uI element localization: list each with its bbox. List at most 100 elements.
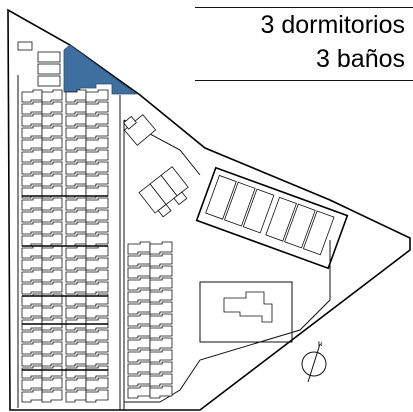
caption-bedrooms: 3 dormitorios [260, 11, 406, 39]
townhouse-unit [65, 389, 87, 403]
townhouse-unit [85, 221, 109, 235]
townhouse-unit [41, 245, 63, 259]
townhouse-unit [65, 209, 87, 223]
townhouse-unit [65, 125, 87, 139]
townhouse-unit [21, 137, 43, 151]
townhouse-unit [149, 253, 173, 267]
townhouse-unit [149, 385, 173, 399]
townhouse-unit [21, 377, 43, 391]
townhouse-rows-left [21, 89, 109, 403]
small-building [17, 41, 33, 51]
townhouse-unit [85, 113, 109, 127]
townhouse-unit [127, 313, 151, 327]
townhouse-unit [85, 305, 109, 319]
townhouse-unit [65, 221, 87, 235]
townhouse-unit [65, 353, 87, 367]
townhouse-unit [41, 149, 63, 163]
townhouse-unit [41, 101, 63, 115]
townhouse-unit [85, 341, 109, 355]
townhouse-unit [149, 349, 173, 363]
highlighted-unit [63, 44, 138, 95]
townhouse-unit [65, 365, 87, 379]
townhouse-unit [21, 221, 43, 235]
townhouse-unit [65, 173, 87, 187]
rotated-cluster-top [123, 114, 157, 146]
townhouse-unit [127, 385, 151, 399]
townhouse-unit [149, 313, 173, 327]
site-boundary [7, 8, 411, 411]
townhouse-unit [127, 361, 151, 375]
townhouse-unit [149, 373, 173, 387]
townhouse-unit [21, 245, 43, 259]
townhouse-unit [85, 245, 109, 259]
townhouse-unit [41, 353, 63, 367]
townhouse-unit [85, 233, 109, 247]
caption-bathrooms: 3 baños [316, 45, 405, 73]
townhouse-unit [41, 197, 63, 211]
townhouse-unit [127, 301, 151, 315]
townhouse-unit [85, 89, 109, 103]
townhouse-unit [85, 281, 109, 295]
townhouse-unit [41, 389, 63, 403]
townhouse-unit [21, 341, 43, 355]
townhouse-unit [65, 113, 87, 127]
townhouse-unit [65, 377, 87, 391]
townhouse-unit [85, 377, 109, 391]
central-building [223, 291, 273, 323]
townhouse-unit [85, 353, 109, 367]
townhouse-unit [149, 289, 173, 303]
townhouse-unit [149, 361, 173, 375]
townhouse-unit [85, 257, 109, 271]
townhouse-unit [65, 329, 87, 343]
townhouse-unit [65, 137, 87, 151]
townhouse-unit [41, 233, 63, 247]
townhouse-unit [21, 161, 43, 175]
townhouse-unit [41, 329, 63, 343]
townhouse-unit [21, 113, 43, 127]
townhouse-unit [41, 125, 63, 139]
small-building [37, 51, 61, 63]
townhouse-unit [41, 257, 63, 271]
townhouse-unit [41, 209, 63, 223]
townhouse-unit [65, 269, 87, 283]
townhouse-unit [41, 269, 63, 283]
townhouse-unit [21, 233, 43, 247]
townhouse-unit [85, 329, 109, 343]
angled-block-right [195, 166, 349, 270]
central-block [199, 281, 293, 343]
townhouse-unit [21, 329, 43, 343]
townhouse-unit [149, 277, 173, 291]
townhouse-unit [41, 113, 63, 127]
townhouse-unit [21, 209, 43, 223]
townhouse-unit [65, 233, 87, 247]
townhouse-unit [41, 365, 63, 379]
townhouse-unit [65, 305, 87, 319]
townhouse-unit [65, 197, 87, 211]
townhouse-unit [85, 125, 109, 139]
townhouse-unit [65, 101, 87, 115]
townhouse-unit [21, 353, 43, 367]
townhouse-unit [127, 325, 151, 339]
townhouse-unit [21, 257, 43, 271]
townhouse-unit [127, 253, 151, 267]
townhouse-unit [21, 365, 43, 379]
internal-road-line [124, 240, 331, 403]
townhouse-unit [85, 161, 109, 175]
townhouse-column-center [127, 241, 173, 399]
townhouse-unit [41, 161, 63, 175]
townhouse-unit [85, 269, 109, 283]
townhouse-unit [41, 377, 63, 391]
townhouse-unit [85, 137, 109, 151]
townhouse-unit [65, 245, 87, 259]
townhouse-unit [127, 373, 151, 387]
townhouse-unit [149, 265, 173, 279]
townhouse-unit [127, 277, 151, 291]
townhouse-unit [85, 197, 109, 211]
townhouse-unit [41, 341, 63, 355]
townhouse-unit [21, 389, 43, 403]
townhouse-unit [149, 301, 173, 315]
townhouse-unit [85, 101, 109, 115]
townhouse-unit [149, 337, 173, 351]
townhouse-unit [127, 289, 151, 303]
townhouse-unit [41, 89, 63, 103]
